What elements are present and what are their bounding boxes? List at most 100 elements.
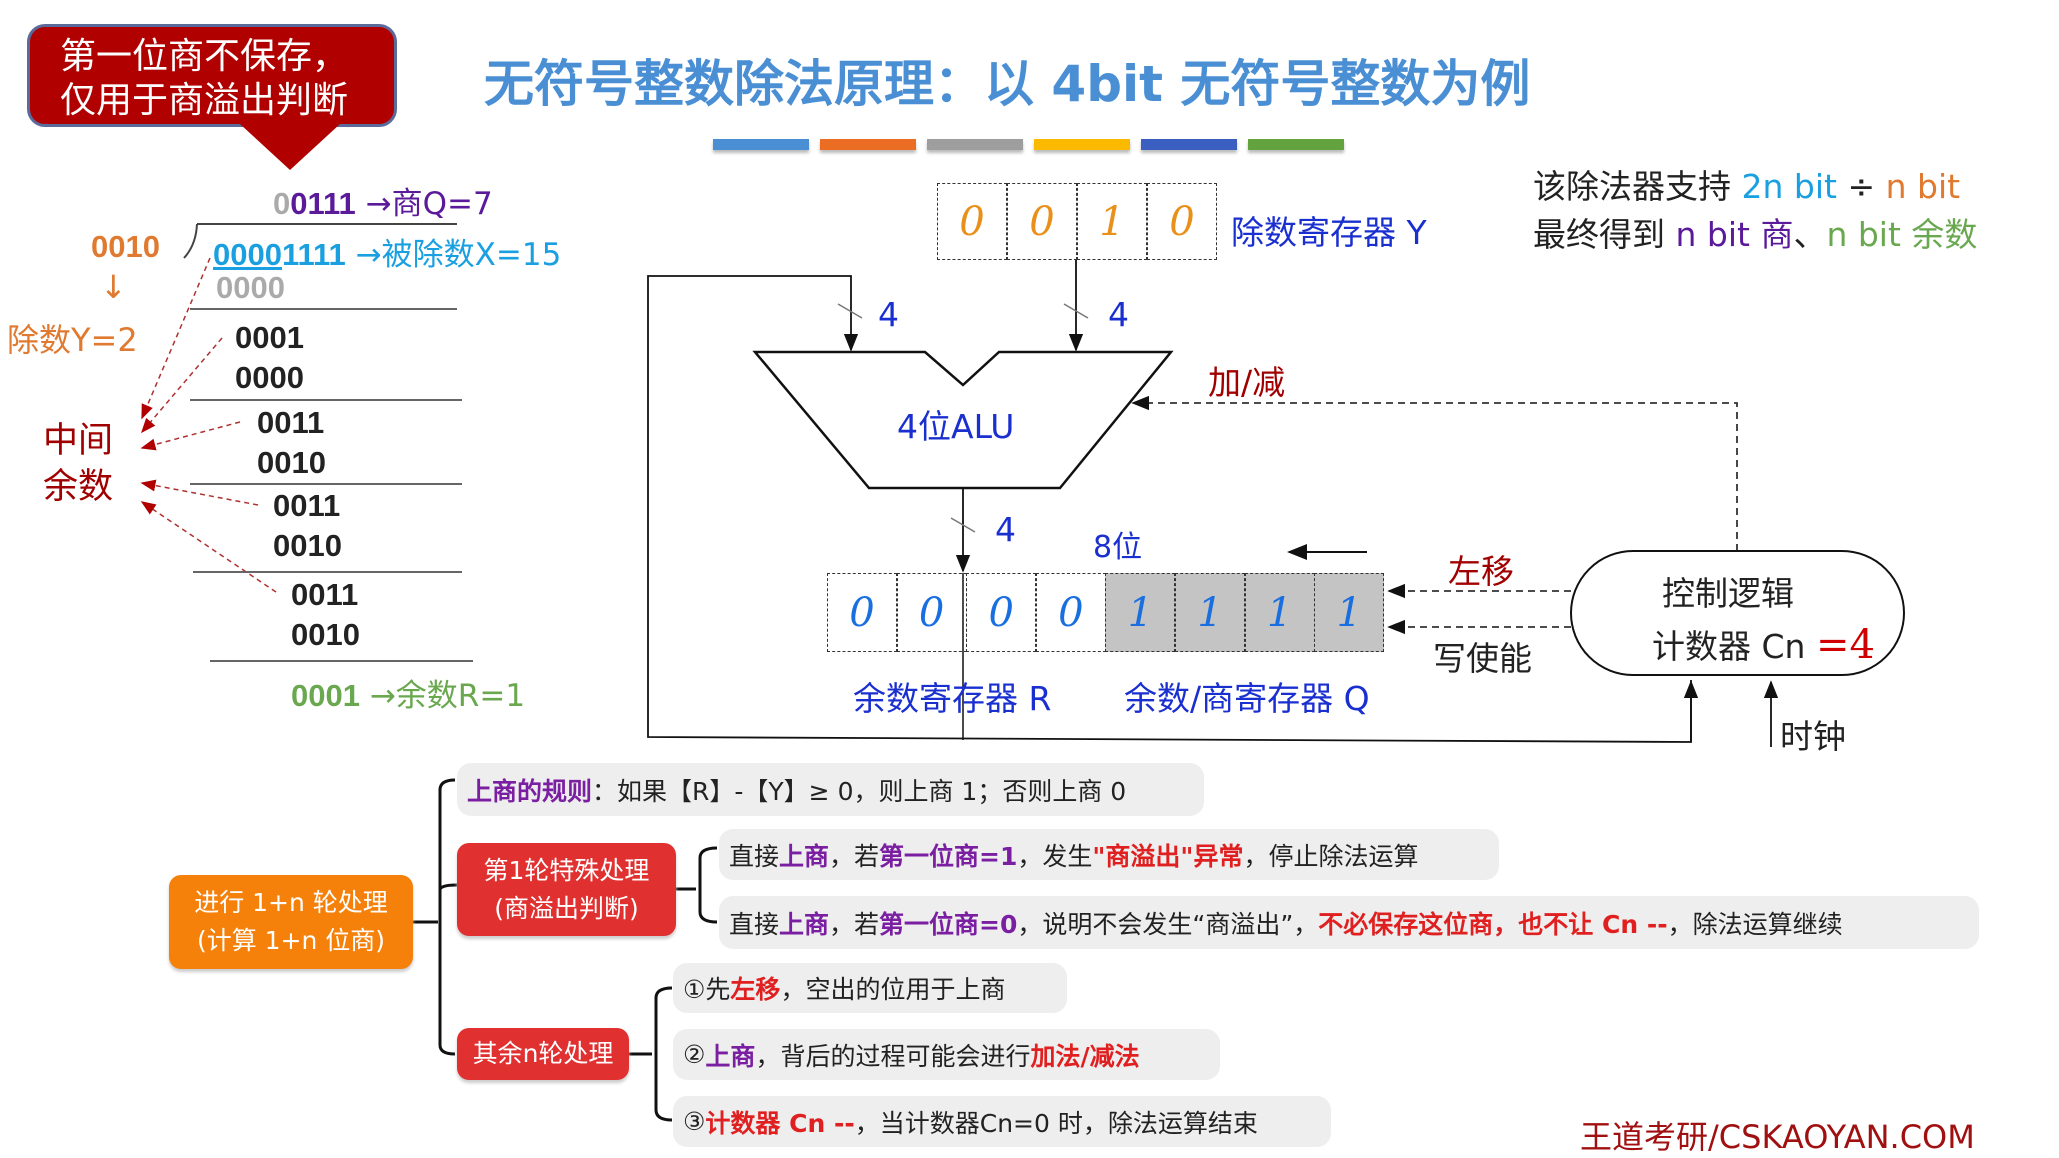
callout-line2: 仅用于商溢出判断 — [60, 80, 349, 121]
down-arrow-icon: ↓ — [100, 268, 127, 306]
mindmap-connectors — [413, 778, 718, 1122]
step-value: 0010 — [291, 617, 360, 652]
counter-label: 计数器 Cn =4 — [1652, 620, 1875, 668]
counter-value: =4 — [1815, 622, 1875, 668]
remainder-row: 0001 →余数R=1 — [291, 670, 525, 715]
r-register-bit: 0 — [896, 573, 967, 652]
control-logic-box — [1570, 550, 1905, 676]
step-value: 0011 — [273, 488, 341, 523]
color-bar-6 — [1248, 139, 1344, 150]
text-segment: ，停止除法运算 — [1243, 841, 1419, 871]
text-segment: ，当计数器Cn=0 时，除法运算结束 — [854, 1108, 1258, 1138]
text-segment: ，若 — [829, 841, 880, 871]
q-register-bit: 1 — [1314, 573, 1385, 652]
bus-width-left: 4 — [878, 295, 899, 334]
remainder-label: →余数R=1 — [369, 678, 526, 714]
y-register-label: 除数寄存器 Y — [1231, 213, 1427, 252]
add-sub-signal — [1131, 395, 1738, 551]
text-segment: 上商 — [705, 1041, 756, 1071]
clock-label: 时钟 — [1780, 717, 1846, 756]
dividend-row: 00001111 →被除数X=15 — [213, 229, 561, 274]
color-bar-1 — [713, 139, 809, 150]
callout-pointer — [240, 124, 340, 170]
info-quotient: n bit 商 — [1675, 215, 1794, 254]
page-title: 无符号整数除法原理：以 4bit 无符号整数为例 — [484, 55, 1531, 113]
info-line2: 最终得到 n bit 商、n bit 余数 — [1533, 208, 1977, 256]
text-segment: ，若 — [829, 909, 880, 939]
q-register-bit: 1 — [1244, 573, 1315, 652]
counter-name: 计数器 Cn — [1652, 627, 1806, 666]
info-line1: 该除法器支持 2n bit ÷ n bit — [1533, 160, 1960, 208]
first-round-line2: (商溢出判断) — [494, 893, 639, 923]
color-bar-3 — [927, 139, 1023, 150]
rule-text: ：如果【R】-【Y】≥ 0，则上商 1；否则上商 0 — [592, 776, 1127, 806]
first-round-case0: 直接上商，若第一位商=0，说明不会发生“商溢出”，不必保存这位商，也不让 Cn … — [719, 896, 1979, 949]
text-segment: ，背后的过程可能会进行 — [755, 1041, 1031, 1071]
info-sep: 、 — [1793, 215, 1827, 254]
text-segment: 直接 — [729, 909, 780, 939]
middle-label-line1: 中间 — [43, 421, 114, 461]
divisor-bits: 0010 — [91, 229, 160, 264]
divisor-label: 除数Y=2 — [7, 321, 138, 359]
bus-width-out: 4 — [995, 510, 1016, 549]
bits8-label: 8位 — [1093, 530, 1143, 565]
y-register-bit: 0 — [937, 183, 1007, 260]
info-remainder: n bit 余数 — [1826, 215, 1978, 254]
text-segment: 加法/减法 — [1030, 1041, 1140, 1071]
info-text: 该除法器支持 — [1533, 167, 1742, 206]
q-register-bit: 1 — [1175, 573, 1245, 652]
remainder-arrows — [140, 257, 277, 593]
division-bracket — [183, 223, 457, 259]
dividend-label: →被除数X=15 — [355, 237, 562, 273]
quotient-discarded-bit: 0 — [273, 186, 291, 221]
r-register-bit: 0 — [966, 573, 1037, 652]
r-register-bit: 0 — [827, 573, 897, 652]
quotient-row: 00111 →商Q=7 — [273, 178, 493, 223]
middle-label-line2: 余数 — [43, 467, 114, 507]
text-segment: ② — [683, 1040, 706, 1069]
r-register-bit: 0 — [1035, 573, 1106, 652]
rest-rounds-label: 其余n轮处理 — [472, 1039, 614, 1068]
rule-title: 上商的规则 — [467, 776, 593, 806]
info-dividend-width: 2n bit — [1741, 167, 1837, 206]
first-round-case1: 直接上商，若第一位商=1，发生"商溢出"异常，停止除法运算 — [719, 829, 1499, 880]
quotient-bits: 0111 — [290, 186, 356, 221]
callout-line1: 第一位商不保存， — [60, 36, 349, 77]
rest-step1: ①先 左移，空出的位用于上商 — [673, 963, 1067, 1013]
footer-watermark: 王道考研/CSKAOYAN.COM — [1580, 1118, 1975, 1156]
dividend-low-bits: 1111 — [281, 237, 346, 272]
callout-note: 第一位商不保存， 仅用于商溢出判断 — [27, 24, 397, 127]
q-register-bit: 1 — [1105, 573, 1176, 652]
r-register-label: 余数寄存器 R — [853, 679, 1052, 718]
rest-step2: ② 上商，背后的过程可能会进行 加法/减法 — [673, 1029, 1220, 1080]
first-round-node: 第1轮特殊处理 (商溢出判断) — [457, 843, 676, 936]
control-logic-label: 控制逻辑 — [1662, 574, 1794, 613]
color-bar-2 — [820, 139, 916, 150]
step-value: 0010 — [273, 528, 342, 563]
text-segment: ③ — [683, 1107, 706, 1136]
text-segment: "商溢出"异常 — [1092, 841, 1244, 871]
color-bar-4 — [1034, 139, 1130, 150]
text-segment: ，空出的位用于上商 — [780, 975, 1006, 1004]
dividend-high-bits: 0000 — [213, 237, 282, 272]
diagram-lines — [140, 124, 1905, 1122]
bus-width-right: 4 — [1108, 295, 1129, 334]
step-value: 0000 — [216, 270, 285, 305]
text-segment: 第一位商=1 — [879, 841, 1018, 871]
text-segment: 上商 — [779, 841, 830, 871]
info-div-sign: ÷ — [1836, 167, 1886, 206]
y-register-bit: 0 — [1147, 183, 1217, 260]
rest-rounds-node: 其余n轮处理 — [457, 1028, 629, 1080]
add-sub-label: 加/减 — [1208, 363, 1286, 402]
text-segment: ①先 — [683, 975, 731, 1004]
info-divisor-width: n bit — [1885, 167, 1961, 206]
text-segment: 直接 — [729, 841, 780, 871]
y-register-bit: 1 — [1077, 183, 1147, 260]
alu-label: 4位ALU — [897, 407, 1015, 446]
color-bar-5 — [1141, 139, 1237, 150]
text-segment: 不必保存这位商，也不让 Cn -- — [1318, 909, 1668, 939]
text-segment: ，发生 — [1017, 841, 1093, 871]
y-register-bit: 0 — [1007, 183, 1077, 260]
text-segment: ，说明不会发生“商溢出”， — [1017, 909, 1319, 939]
text-segment: 第一位商=0 — [879, 909, 1018, 939]
